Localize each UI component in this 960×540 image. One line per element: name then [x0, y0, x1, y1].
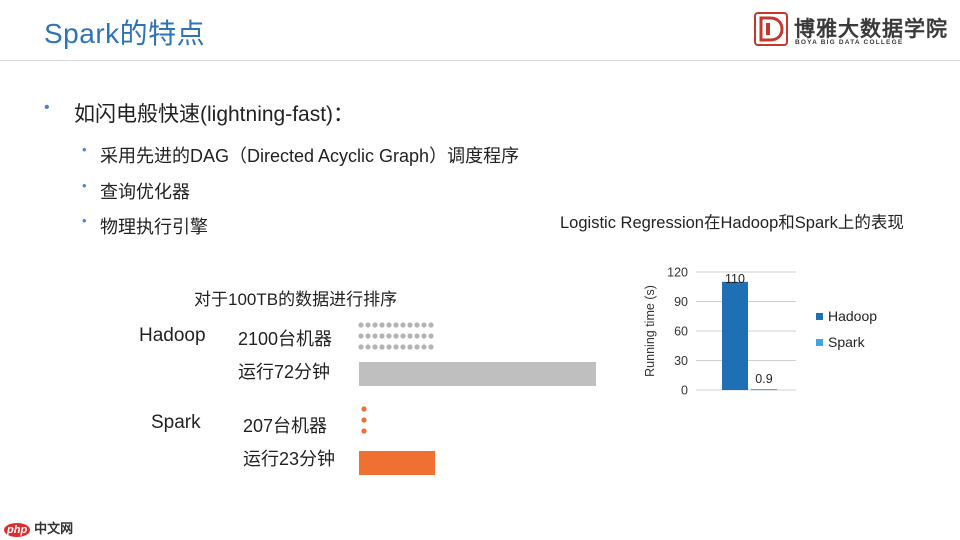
hadoop-machine-dot	[372, 322, 378, 328]
hadoop-machine-dot	[428, 322, 434, 328]
hadoop-machine-dot	[414, 333, 420, 339]
bar-spark	[751, 389, 777, 391]
hadoop-machine-dot	[393, 344, 399, 350]
hadoop-machine-dot	[358, 333, 364, 339]
bullet-main: • 如闪电般快速(lightning-fast)：	[44, 98, 355, 128]
bullet-main-text: 如闪电般快速(lightning-fast)：	[74, 103, 355, 126]
hadoop-machine-dot	[379, 322, 385, 328]
php-cn-logo: php 中文网	[4, 518, 73, 537]
legend-swatch	[816, 339, 823, 346]
hadoop-machine-dot	[393, 333, 399, 339]
hadoop-machine-dot	[414, 344, 420, 350]
sub-bullet-dag: • 采用先进的DAG（Directed Acyclic Graph）调度程序	[82, 142, 520, 168]
logistic-regression-chart: Running time (s) 0 30 60 90 120 110 0.9 HadoopSp…	[643, 266, 877, 398]
spark-runtime: 运行23分钟	[243, 449, 336, 469]
bar-data-label: 0.9	[755, 372, 772, 386]
php-brand-mark: php	[4, 523, 31, 537]
hadoop-machine-dot	[379, 333, 385, 339]
logo-name: 博雅大数据学院	[794, 18, 948, 41]
hadoop-machine-dot	[421, 333, 427, 339]
hadoop-machine-dot	[358, 344, 364, 350]
hadoop-machine-dot	[358, 322, 364, 328]
sub-bullet-text: 采用先进的DAG（Directed Acyclic Graph）调度程序	[100, 146, 520, 166]
hadoop-machine-dot	[400, 344, 406, 350]
hadoop-machine-dot	[365, 322, 371, 328]
sort-caption: 对于100TB的数据进行排序	[194, 290, 398, 309]
hadoop-runtime: 运行72分钟	[238, 362, 331, 382]
page-title: Spark的特点	[44, 18, 206, 49]
hadoop-label: Hadoop	[139, 325, 206, 346]
spark-machine-dots	[361, 406, 367, 434]
hadoop-machines: 2100台机器	[238, 329, 333, 349]
legend-swatch	[816, 313, 823, 320]
chart-title: Logistic Regression在Hadoop和Spark上的表现	[560, 214, 904, 232]
spark-label: Spark	[151, 412, 201, 433]
spark-machines: 207台机器	[243, 416, 328, 436]
hadoop-machine-dots	[358, 322, 434, 350]
hadoop-machine-dot	[407, 322, 413, 328]
header-divider	[0, 60, 960, 61]
spark-machine-dot	[361, 428, 367, 434]
hadoop-machine-dot	[428, 344, 434, 350]
hadoop-machine-dot	[393, 322, 399, 328]
bar-data-label: 110	[725, 272, 745, 286]
hadoop-machine-dot	[428, 333, 434, 339]
hadoop-machine-dot	[421, 322, 427, 328]
hadoop-machine-dot	[407, 344, 413, 350]
sub-bullet-text: 物理执行引擎	[100, 217, 208, 237]
legend-label: Spark	[828, 334, 866, 350]
spark-runtime-bar	[359, 451, 435, 475]
y-tick-label: 0	[681, 384, 688, 398]
bar-hadoop	[722, 281, 748, 390]
hadoop-machine-dot	[372, 333, 378, 339]
bullet-dot-icon: •	[82, 142, 87, 157]
hadoop-runtime-bar	[359, 362, 596, 386]
y-tick-label: 30	[674, 354, 688, 368]
logo-subtitle: BOYA BIG DATA COLLEGE	[795, 39, 904, 46]
hadoop-machine-dot	[365, 344, 371, 350]
hadoop-machine-dot	[372, 344, 378, 350]
sub-bullet-query-optimizer: • 查询优化器	[82, 178, 190, 204]
hadoop-machine-dot	[386, 333, 392, 339]
legend-label: Hadoop	[828, 308, 877, 324]
spark-machine-dot	[361, 406, 367, 412]
y-tick-label: 120	[667, 266, 688, 280]
bullet-dot-icon: •	[82, 178, 87, 193]
hadoop-machine-dot	[400, 322, 406, 328]
hadoop-machine-dot	[379, 344, 385, 350]
spark-machine-dot	[361, 417, 367, 423]
php-brand-text: 中文网	[34, 521, 74, 536]
sub-bullet-physical-engine: • 物理执行引擎	[82, 213, 208, 239]
hadoop-machine-dot	[386, 322, 392, 328]
y-tick-label: 60	[674, 325, 688, 339]
bullet-dot-icon: •	[44, 99, 50, 116]
y-tick-label: 90	[674, 295, 688, 309]
hadoop-machine-dot	[414, 322, 420, 328]
hadoop-machine-dot	[386, 344, 392, 350]
bullet-dot-icon: •	[82, 213, 87, 228]
hadoop-machine-dot	[365, 333, 371, 339]
hadoop-machine-dot	[407, 333, 413, 339]
y-axis-label: Running time (s)	[643, 285, 657, 377]
boya-logo-icon	[754, 12, 788, 46]
hadoop-machine-dot	[421, 344, 427, 350]
hadoop-machine-dot	[400, 333, 406, 339]
sub-bullet-text: 查询优化器	[100, 182, 190, 202]
